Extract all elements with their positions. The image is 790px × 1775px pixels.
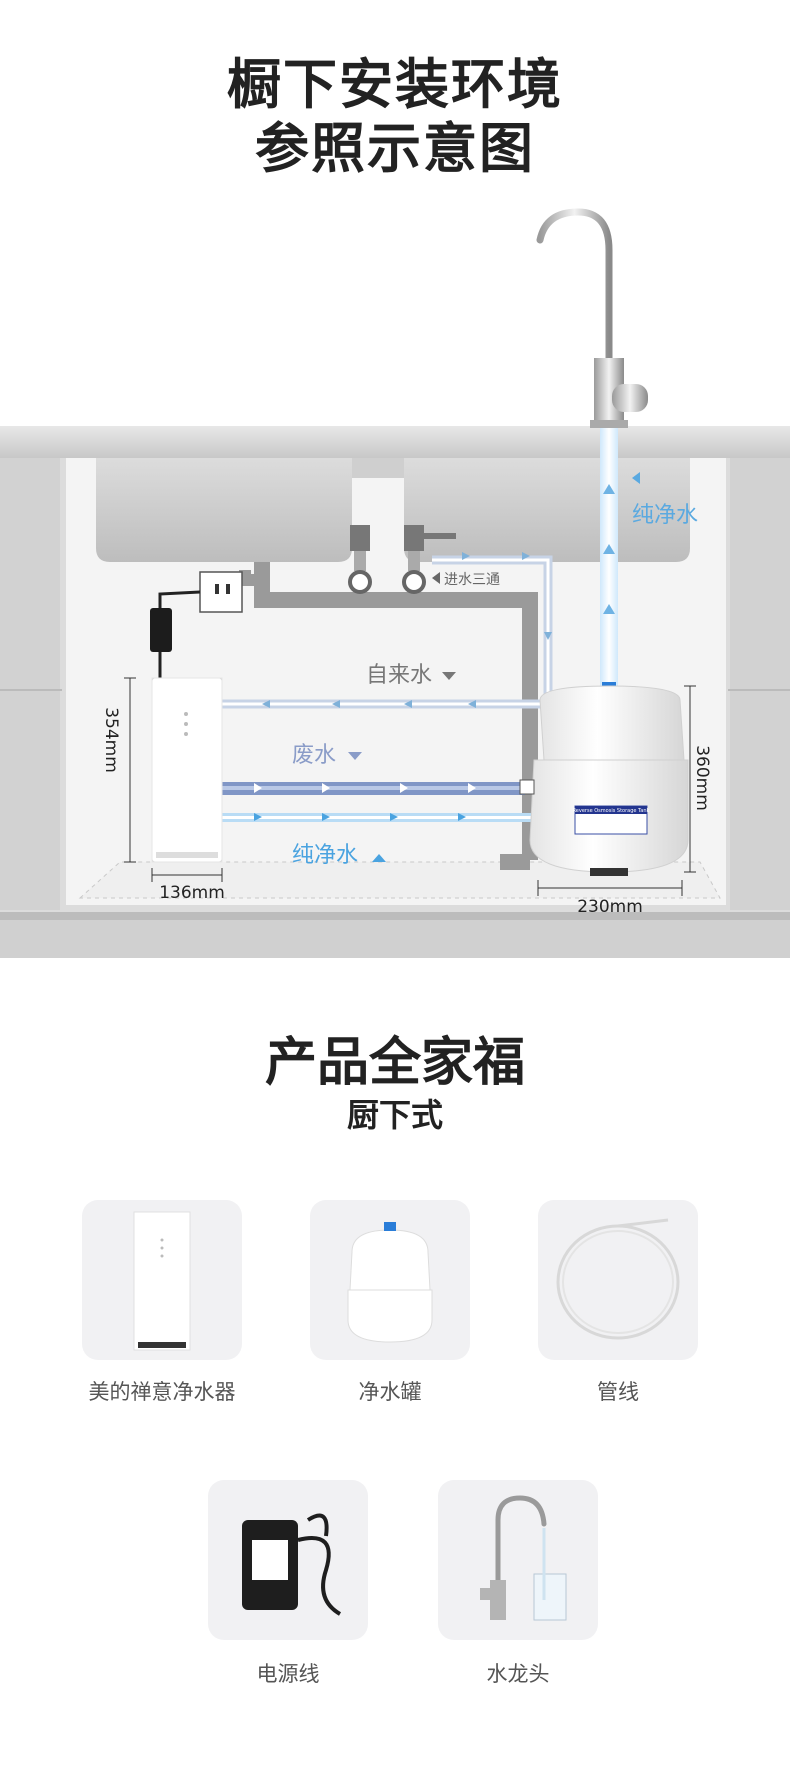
installation-diagram: Reverse Osmosis Storage Tank 纯净水 进水三通 自来… (0, 208, 790, 958)
dim-height-purifier: 354mm (101, 707, 121, 773)
angle-valve-left (348, 525, 372, 594)
label-waste-water: 废水 (292, 743, 336, 768)
dim-width-purifier: 136mm (159, 883, 225, 903)
tubing-icon (556, 1218, 680, 1340)
tank-icon (347, 1222, 433, 1343)
label-tap-water: 自来水 (366, 663, 432, 688)
label-tee: 进水三通 (444, 572, 500, 588)
page-title-line2: 参照示意图 (255, 117, 535, 180)
sink-basin-right (404, 458, 690, 562)
product-label-faucet: 水龙头 (486, 1662, 550, 1686)
sink-basin-left (96, 458, 352, 562)
family-subtitle: 厨下式 (346, 1096, 443, 1134)
label-pure-water-bottom: 纯净水 (292, 843, 358, 868)
pure-water-riser (600, 424, 618, 690)
purifier-icon (133, 1211, 191, 1351)
label-pure-water-riser: 纯净水 (632, 503, 698, 528)
tank-label: Reverse Osmosis Storage Tank (573, 808, 650, 814)
storage-tank (529, 685, 689, 876)
angle-valve-right (402, 525, 456, 594)
product-card-faucet (438, 1480, 598, 1640)
faucet (536, 208, 648, 428)
product-card-power (208, 1480, 368, 1640)
product-card-tubing (538, 1200, 698, 1360)
product-label-tank: 净水罐 (358, 1380, 422, 1404)
product-label-power: 电源线 (256, 1662, 320, 1686)
countertop (0, 426, 790, 458)
product-card-purifier (82, 1200, 242, 1360)
family-title: 产品全家福 (264, 1033, 525, 1093)
product-card-tank (310, 1200, 470, 1360)
power-outlet (199, 571, 243, 613)
power-adapter (150, 608, 172, 652)
faucet-icon (480, 1495, 567, 1621)
power-adapter-icon (242, 1513, 342, 1616)
product-label-tubing: 管线 (597, 1380, 639, 1404)
cabinet-bottom (0, 918, 790, 958)
dim-height-tank: 360mm (692, 745, 712, 811)
dim-width-tank: 230mm (577, 897, 643, 917)
page-title-line1: 橱下安装环境 (227, 53, 563, 116)
product-label-purifier: 美的禅意净水器 (88, 1380, 236, 1404)
purifier-unit (151, 677, 223, 863)
